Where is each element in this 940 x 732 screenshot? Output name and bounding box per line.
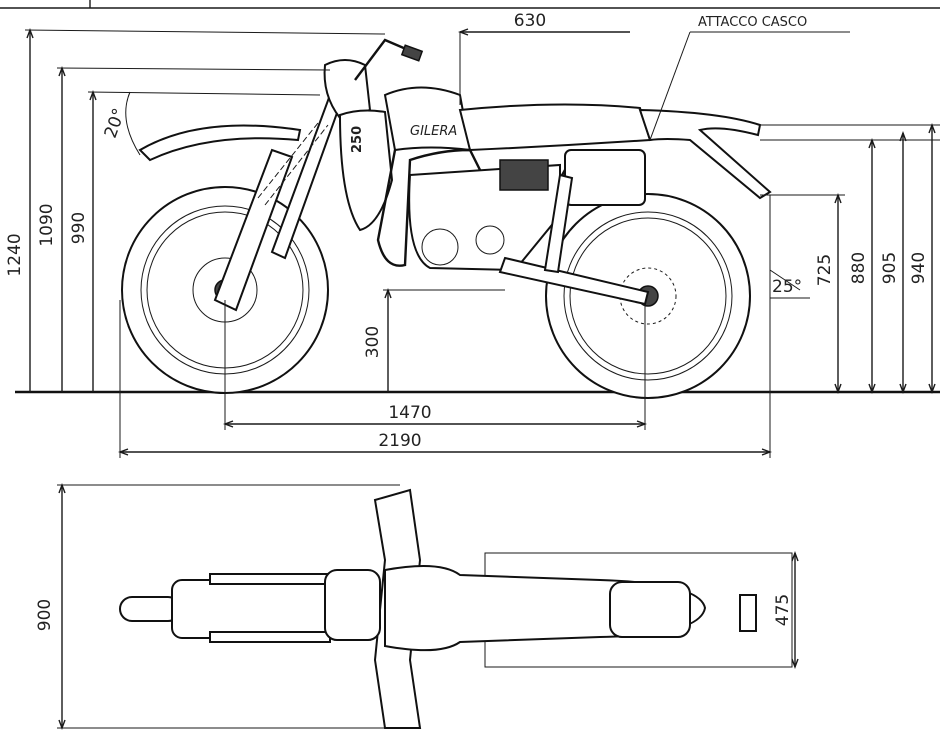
seat-length-dimension <box>458 28 630 105</box>
rear-rim <box>563 211 733 381</box>
dim-rear-fender-height: 725 <box>815 254 835 286</box>
rear-fender <box>638 108 772 200</box>
top-rear-fender <box>609 581 691 638</box>
dim-fork-top-height: 990 <box>69 212 89 244</box>
frame <box>376 148 567 267</box>
rear-shock <box>543 173 574 274</box>
fuel-tank <box>383 86 472 152</box>
dim-wheelbase: 1470 <box>388 403 431 423</box>
dim-overall-height: 1240 <box>5 233 25 276</box>
brand-script: GILERA <box>410 124 457 139</box>
clutch-cover <box>421 228 459 266</box>
helmet-leader-line <box>649 31 691 141</box>
side-view-motorcycle <box>121 38 772 399</box>
top-number-plate <box>324 569 381 641</box>
dim-overall-length: 2190 <box>378 431 421 451</box>
seat <box>458 103 652 152</box>
dim-ground-clearance: 300 <box>363 326 383 358</box>
ground-clearance-dimension <box>383 288 505 392</box>
top-view-motorcycle <box>57 483 799 730</box>
radiator-shroud <box>338 109 394 232</box>
label-helmet-attachment: ATTACCO CASCO <box>698 15 807 30</box>
handlebar-grip <box>400 44 424 62</box>
wheelbase-dimension <box>223 300 647 430</box>
dim-seat-height: 880 <box>849 252 869 284</box>
dim-rack-height: 905 <box>880 252 900 284</box>
dim-overall-width: 900 <box>35 599 55 631</box>
dim-seat-length: 630 <box>514 11 546 31</box>
front-fender <box>138 124 302 162</box>
top-front-fender <box>171 579 333 639</box>
tank-numbers: 250 <box>350 126 365 153</box>
dim-rear-angle: 25° <box>772 277 802 297</box>
dim-tail-height: 940 <box>909 252 929 284</box>
rear-angle-lines <box>769 269 810 299</box>
fork-tube <box>213 148 294 312</box>
dim-rear-width: 475 <box>773 594 793 626</box>
top-tail-light <box>739 594 757 632</box>
cylinder <box>499 159 549 191</box>
rear-sprocket <box>619 267 677 325</box>
overall-length-dimension <box>118 195 772 458</box>
swingarm <box>498 256 650 306</box>
side-number-panel <box>564 149 646 206</box>
right-dimension-lines <box>760 123 940 394</box>
left-dimension-lines <box>24 28 386 392</box>
engine-case <box>408 163 561 272</box>
dim-steering-angle: 20° <box>101 106 130 141</box>
dim-handlebar-height: 1090 <box>37 203 57 246</box>
angle-arc-front <box>125 91 141 156</box>
